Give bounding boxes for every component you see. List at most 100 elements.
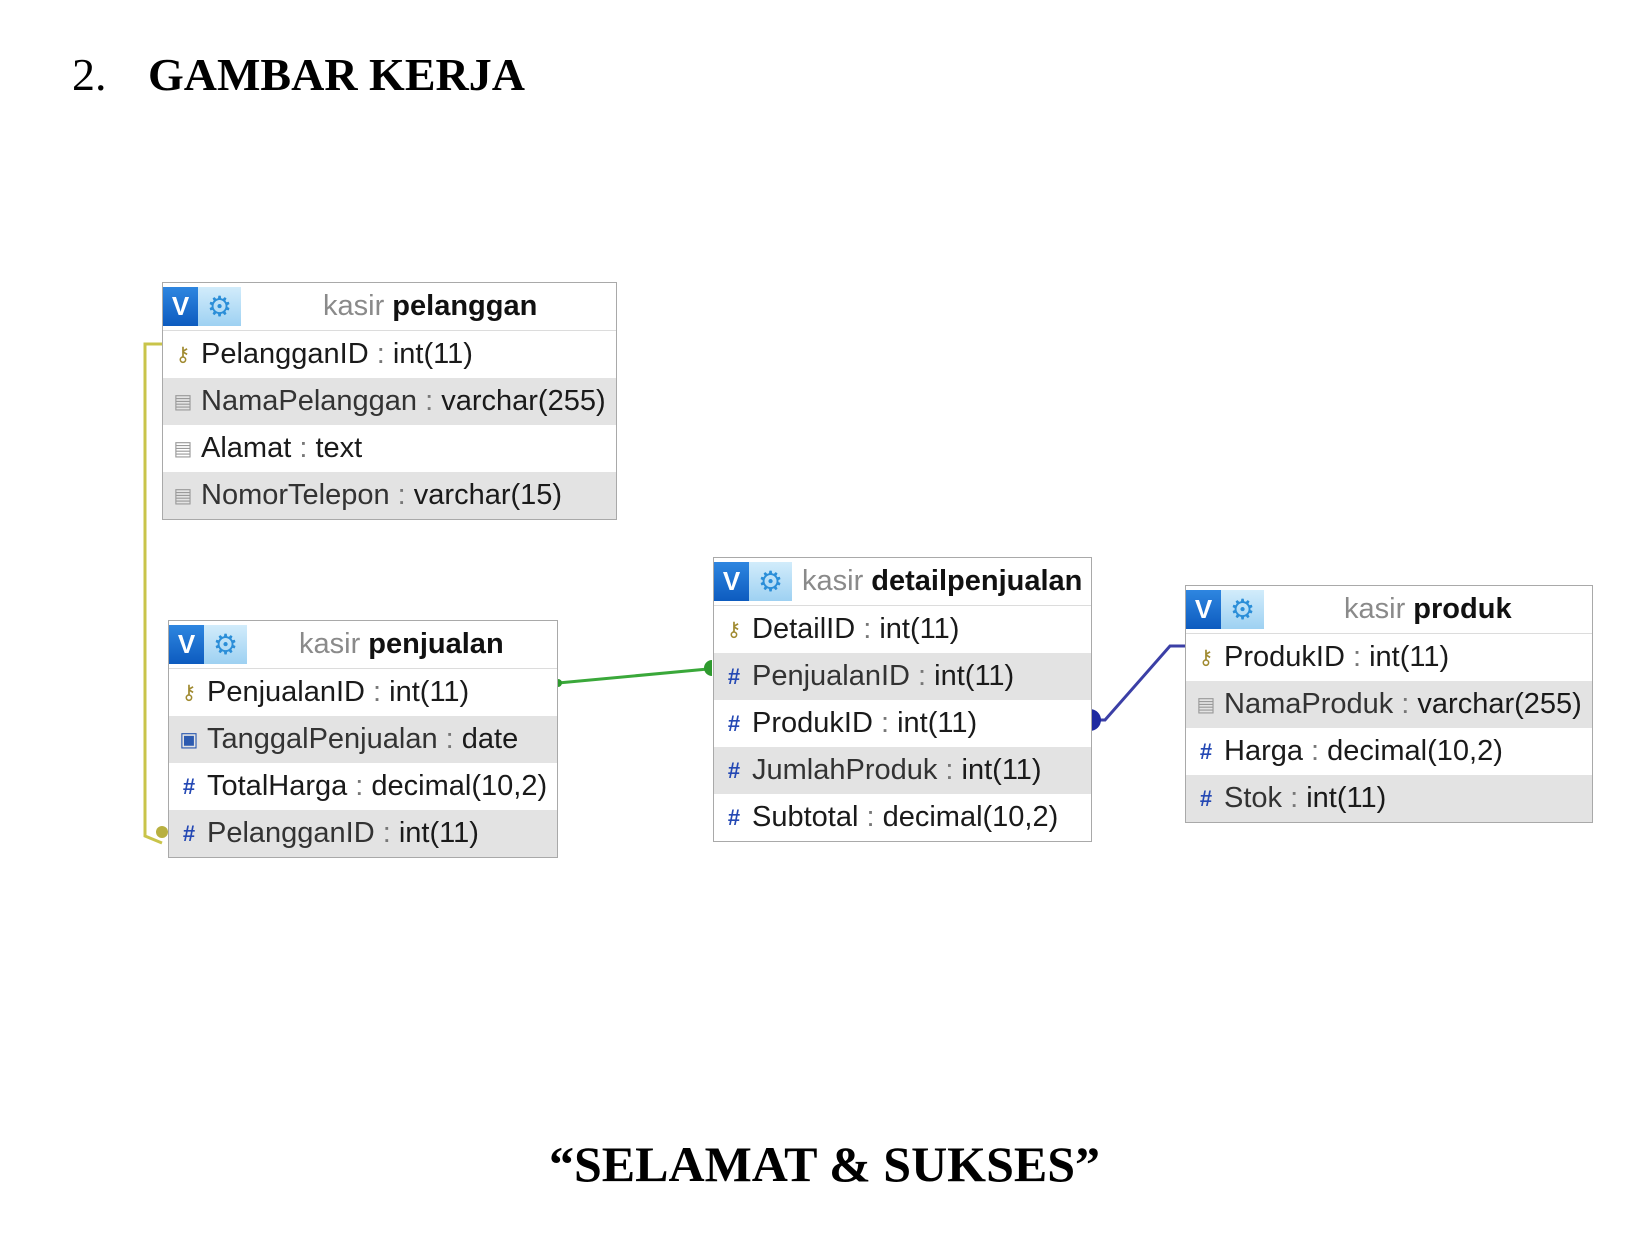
table-title: kasir penjualan: [299, 628, 504, 661]
column-row[interactable]: ⚷ ProdukID : int(11): [1186, 634, 1592, 681]
v-button[interactable]: V: [714, 562, 749, 601]
hash-icon: #: [727, 757, 741, 783]
column-name: Subtotal: [752, 801, 859, 833]
relation-pelanggan-line: [143, 342, 163, 845]
column-name: Stok: [1224, 782, 1283, 814]
key-icon: ⚷: [181, 682, 197, 704]
table-header[interactable]: V ⚙ kasir penjualan: [169, 621, 557, 669]
column-type: varchar(15): [413, 479, 563, 511]
relation-pelanggan-endpoint: [156, 826, 168, 838]
column-name: NamaPelanggan: [201, 385, 418, 417]
relation-penjualan-line: [557, 667, 709, 685]
gear-icon[interactable]: ⚙: [198, 287, 241, 326]
column-name: PenjualanID: [207, 676, 365, 708]
closing-message: “SELAMAT & SUKSES”: [548, 1136, 1101, 1192]
column-type: int(11): [389, 676, 470, 708]
column-name: JumlahProduk: [752, 754, 938, 786]
relation-produk-endpoint: [1090, 709, 1101, 731]
table-produk[interactable]: V ⚙ kasir produk ⚷ ProdukID : int(11) ▤ …: [1185, 585, 1593, 823]
column-type: decimal(10,2): [1327, 735, 1503, 767]
column-name: ProdukID: [752, 707, 873, 739]
date-icon: ▣: [179, 729, 199, 751]
text-icon: ▤: [1196, 694, 1216, 716]
schema-name: kasir: [1344, 593, 1406, 625]
v-button[interactable]: V: [169, 625, 204, 664]
column-row[interactable]: # ProdukID : int(11): [714, 700, 1091, 747]
table-header[interactable]: V ⚙ kasir detailpenjualan: [714, 558, 1091, 606]
text-icon: ▤: [173, 485, 193, 507]
column-row[interactable]: # JumlahProduk : int(11): [714, 747, 1091, 794]
column-type: varchar(255): [1417, 688, 1582, 720]
column-row[interactable]: # TotalHarga : decimal(10,2): [169, 763, 557, 810]
hash-icon: #: [727, 710, 741, 736]
column-row[interactable]: ⚷ DetailID : int(11): [714, 606, 1091, 653]
column-name: PenjualanID: [752, 660, 910, 692]
column-row[interactable]: ▤ NomorTelepon : varchar(15): [163, 472, 616, 519]
column-type: varchar(255): [441, 385, 606, 417]
column-type: int(11): [961, 754, 1042, 786]
table-name: pelanggan: [392, 290, 538, 322]
column-type: int(11): [392, 338, 473, 370]
relation-penjualan-endpoint-right: [704, 660, 712, 676]
column-row[interactable]: ▤ Alamat : text: [163, 425, 616, 472]
column-name: Harga: [1224, 735, 1303, 767]
column-name: NamaProduk: [1224, 688, 1394, 720]
v-button[interactable]: V: [163, 287, 198, 326]
table-pelanggan[interactable]: V ⚙ kasir pelanggan ⚷ PelangganID : int(…: [162, 282, 617, 520]
key-icon: ⚷: [1198, 647, 1214, 669]
column-row[interactable]: # Subtotal : decimal(10,2): [714, 794, 1091, 841]
column-name: Alamat: [201, 432, 292, 464]
column-row[interactable]: # Stok : int(11): [1186, 775, 1592, 822]
table-title: kasir produk: [1344, 593, 1512, 626]
text-icon: ▤: [173, 391, 193, 413]
table-name: detailpenjualan: [871, 565, 1083, 597]
section-heading: 2. GAMBAR KERJA: [72, 48, 525, 101]
column-name: TotalHarga: [207, 770, 348, 802]
gear-icon[interactable]: ⚙: [1221, 590, 1264, 629]
column-name: DetailID: [752, 613, 856, 645]
hash-icon: #: [182, 773, 196, 799]
table-penjualan[interactable]: V ⚙ kasir penjualan ⚷ PenjualanID : int(…: [168, 620, 558, 858]
column-name: NomorTelepon: [201, 479, 390, 511]
column-type: text: [315, 432, 363, 464]
hash-icon: #: [1199, 785, 1213, 811]
table-header[interactable]: V ⚙ kasir produk: [1186, 586, 1592, 634]
column-row[interactable]: ⚷ PelangganID : int(11): [163, 331, 616, 378]
column-row[interactable]: ▣ TanggalPenjualan : date: [169, 716, 557, 763]
column-name: PelangganID: [201, 338, 369, 370]
column-row[interactable]: # Harga : decimal(10,2): [1186, 728, 1592, 775]
key-icon: ⚷: [726, 619, 742, 641]
hash-icon: #: [727, 663, 741, 689]
column-row[interactable]: ▤ NamaProduk : varchar(255): [1186, 681, 1592, 728]
hash-icon: #: [1199, 738, 1213, 764]
column-row[interactable]: # PenjualanID : int(11): [714, 653, 1091, 700]
column-row[interactable]: # PelangganID : int(11): [169, 810, 557, 857]
column-name: ProdukID: [1224, 641, 1345, 673]
text-icon: ▤: [173, 438, 193, 460]
table-detailpenjualan[interactable]: V ⚙ kasir detailpenjualan ⚷ DetailID : i…: [713, 557, 1092, 842]
column-type: int(11): [897, 707, 978, 739]
schema-name: kasir: [802, 565, 864, 597]
column-type: int(11): [398, 817, 479, 849]
column-row[interactable]: ▤ NamaPelanggan : varchar(255): [163, 378, 616, 425]
gear-icon[interactable]: ⚙: [204, 625, 247, 664]
schema-name: kasir: [323, 290, 385, 322]
v-button[interactable]: V: [1186, 590, 1221, 629]
table-title: kasir pelanggan: [323, 290, 537, 323]
column-type: int(11): [934, 660, 1015, 692]
column-type: int(11): [1369, 641, 1450, 673]
column-name: PelangganID: [207, 817, 375, 849]
key-icon: ⚷: [175, 344, 191, 366]
table-header[interactable]: V ⚙ kasir pelanggan: [163, 283, 616, 331]
column-name: TanggalPenjualan: [207, 723, 438, 755]
column-type: decimal(10,2): [371, 770, 548, 802]
table-name: penjualan: [368, 628, 504, 660]
table-name: produk: [1413, 593, 1512, 625]
column-type: decimal(10,2): [882, 801, 1059, 833]
gear-icon[interactable]: ⚙: [749, 562, 792, 601]
hash-icon: #: [727, 804, 741, 830]
section-title: GAMBAR KERJA: [148, 49, 525, 100]
table-title: kasir detailpenjualan: [802, 565, 1082, 598]
column-row[interactable]: ⚷ PenjualanID : int(11): [169, 669, 557, 716]
